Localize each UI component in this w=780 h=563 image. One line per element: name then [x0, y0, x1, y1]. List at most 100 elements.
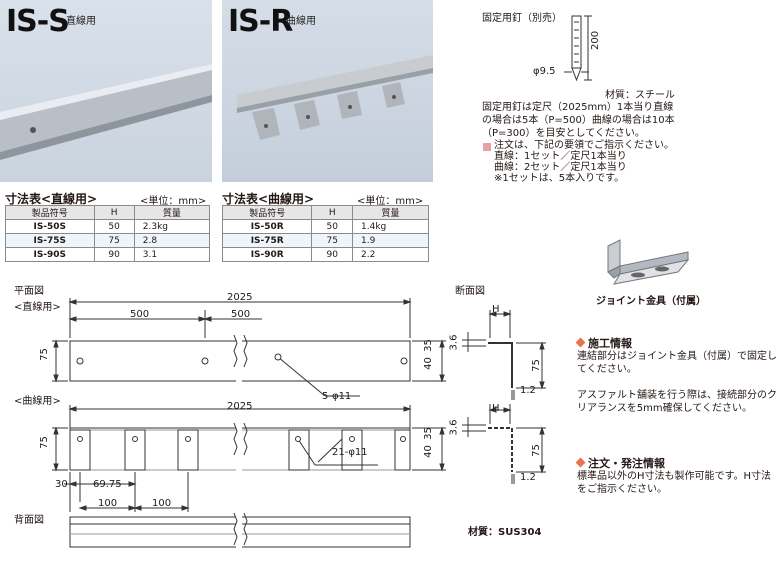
material-label: 材質：SUS304	[468, 527, 542, 538]
is-s-rail-image	[0, 64, 212, 160]
table-cell: IS-90R	[221, 247, 313, 262]
table-cell: IS-50S	[5, 219, 95, 234]
table-header-cell: 製品符号	[5, 205, 95, 220]
straight-view-label: <直線用>	[14, 302, 61, 313]
dim-30: 30	[55, 479, 68, 490]
section-h: H	[492, 304, 500, 315]
table-header-cell: 質量	[133, 205, 211, 220]
table-cell: IS-75S	[5, 233, 95, 248]
table-straight-unit: <単位：mm>	[140, 196, 207, 207]
section-75: 75	[530, 444, 542, 457]
table-cell: 1.4kg	[352, 219, 429, 234]
table-curve-title: 寸法表<曲線用>	[222, 192, 315, 206]
order-note: 注文は、下記の要領でご指示ください。 直線：1セット／定尺1本当り 曲線：2セッ…	[494, 140, 674, 184]
curve-view-label: <曲線用>	[14, 396, 61, 407]
plan-view-label: 平面図	[14, 286, 44, 297]
construction-line: リアランスを5mm確保してください。	[577, 403, 753, 414]
table-straight: 製品符号 H 質量 IS-50S 50 2.3kg IS-75S 75 2.8 …	[5, 205, 211, 262]
order-note-line: 直線：1セット／定尺1本当り	[494, 151, 627, 162]
nail-note-line: 固定用釘は定尺（2025mm）1本当り直線	[482, 102, 674, 113]
construction-line: てください。	[577, 364, 637, 375]
construction-line: アスファルト舗装を行う際は、接続部分のク	[577, 390, 777, 401]
dim-pitch-100: 100	[98, 498, 118, 509]
table-header-cell: H	[311, 205, 354, 220]
table-cell: 90	[93, 247, 135, 262]
dim-40: 40	[422, 445, 434, 458]
section-75: 75	[530, 359, 542, 372]
section-drawing	[462, 310, 546, 484]
section-3-6: 3.6	[448, 334, 460, 351]
dim-height-75: 75	[38, 348, 50, 361]
dim-40: 40	[422, 357, 434, 370]
table-cell: IS-90S	[5, 247, 95, 262]
construction-line: 連結部分はジョイント金具（付属）で固定し	[577, 351, 777, 362]
section-1-2: 1.2	[520, 472, 536, 483]
is-r-rail-image	[237, 55, 433, 140]
table-curve-unit: <単位：mm>	[357, 196, 424, 207]
hole-callout-straight: 5-φ11	[322, 391, 352, 402]
section-view-label: 断面図	[455, 286, 485, 297]
table-cell: 50	[93, 219, 135, 234]
dim-pitch-500: 500	[231, 309, 251, 320]
dim-length-straight: 2025	[227, 292, 253, 303]
table-header-cell: 質量	[352, 205, 429, 220]
dim-69-75: 69.75	[93, 479, 122, 490]
table-header-cell: H	[93, 205, 135, 220]
nail-height: 200	[590, 30, 601, 50]
diamond-icon	[575, 337, 586, 348]
joint-bracket-image	[607, 239, 690, 285]
nail-material: 材質：スチール	[605, 90, 675, 101]
table-row: IS-50R 50 1.4kg	[221, 219, 429, 234]
table-header-cell: 製品符号	[221, 205, 313, 220]
joint-label: ジョイント金具（付属）	[596, 296, 706, 307]
construction-line	[577, 376, 777, 389]
table-row: IS-75S 75 2.8	[5, 233, 211, 248]
table-cell: 75	[311, 233, 354, 248]
hole-callout-curve: 21-φ11	[332, 447, 368, 458]
table-curve: 製品符号 H 質量 IS-50R 50 1.4kg IS-75R 75 1.9 …	[221, 205, 429, 262]
table-header-row: 製品符号 H 質量	[221, 205, 429, 220]
is-s-type: 直線用	[66, 16, 96, 27]
dim-pitch-100: 100	[152, 498, 172, 509]
table-straight-title: 寸法表<直線用>	[5, 192, 98, 206]
nail-diameter: φ9.5	[533, 66, 556, 77]
nail-note-line: （P=300）を目安としてください。	[482, 128, 645, 139]
is-r-type: 曲線用	[286, 16, 316, 27]
construction-text: 連結部分はジョイント金具（付属）で固定し てください。 アスファルト舗装を行う際…	[577, 350, 777, 415]
section-h: H	[492, 403, 500, 414]
table-cell: IS-50R	[221, 219, 313, 234]
ordering-line: 標準品以外のH寸法も製作可能です。H寸法	[577, 471, 772, 482]
is-s-photo: IS-S 直線用	[0, 0, 212, 182]
order-note-line: ※1セットは、5本入りです。	[494, 173, 625, 184]
nail-note-line: の場合は5本（P=500）曲線の場合は10本	[482, 115, 675, 126]
table-cell: IS-75R	[221, 233, 313, 248]
is-r-code: IS-R	[228, 4, 293, 39]
order-note-line: 注文は、下記の要領でご指示ください。	[494, 140, 674, 151]
dim-pitch-500: 500	[130, 309, 150, 320]
ordering-line: をご指示ください。	[577, 484, 667, 495]
dim-height-75: 75	[38, 436, 50, 449]
order-note-line: 曲線：2セット／定尺1本当り	[494, 162, 627, 173]
table-row: IS-90S 90 3.1	[5, 247, 211, 262]
table-cell: 2.8	[133, 233, 211, 248]
dim-length-curve: 2025	[227, 401, 253, 412]
nail-note: 固定用釘は定尺（2025mm）1本当り直線 の場合は5本（P=500）曲線の場合…	[482, 101, 675, 140]
table-cell: 2.3kg	[133, 219, 211, 234]
plan-drawing	[52, 298, 446, 550]
table-row: IS-75R 75 1.9	[221, 233, 429, 248]
construction-title-text: 施工情報	[588, 337, 632, 350]
table-cell: 1.9	[352, 233, 429, 248]
nail-title: 固定用釘（別売）	[482, 13, 562, 24]
table-cell: 2.2	[352, 247, 429, 262]
ordering-title: 注文・発注情報	[575, 455, 665, 471]
is-s-code: IS-S	[6, 4, 70, 39]
is-r-photo: IS-R 曲線用	[222, 0, 433, 182]
table-cell: 75	[93, 233, 135, 248]
order-note-marker	[483, 143, 491, 151]
back-view-label: 背面図	[14, 515, 44, 526]
section-1-2: 1.2	[520, 385, 536, 396]
table-row: IS-90R 90 2.2	[221, 247, 429, 262]
construction-title: 施工情報	[575, 335, 632, 351]
table-cell: 50	[311, 219, 354, 234]
table-cell: 3.1	[133, 247, 211, 262]
